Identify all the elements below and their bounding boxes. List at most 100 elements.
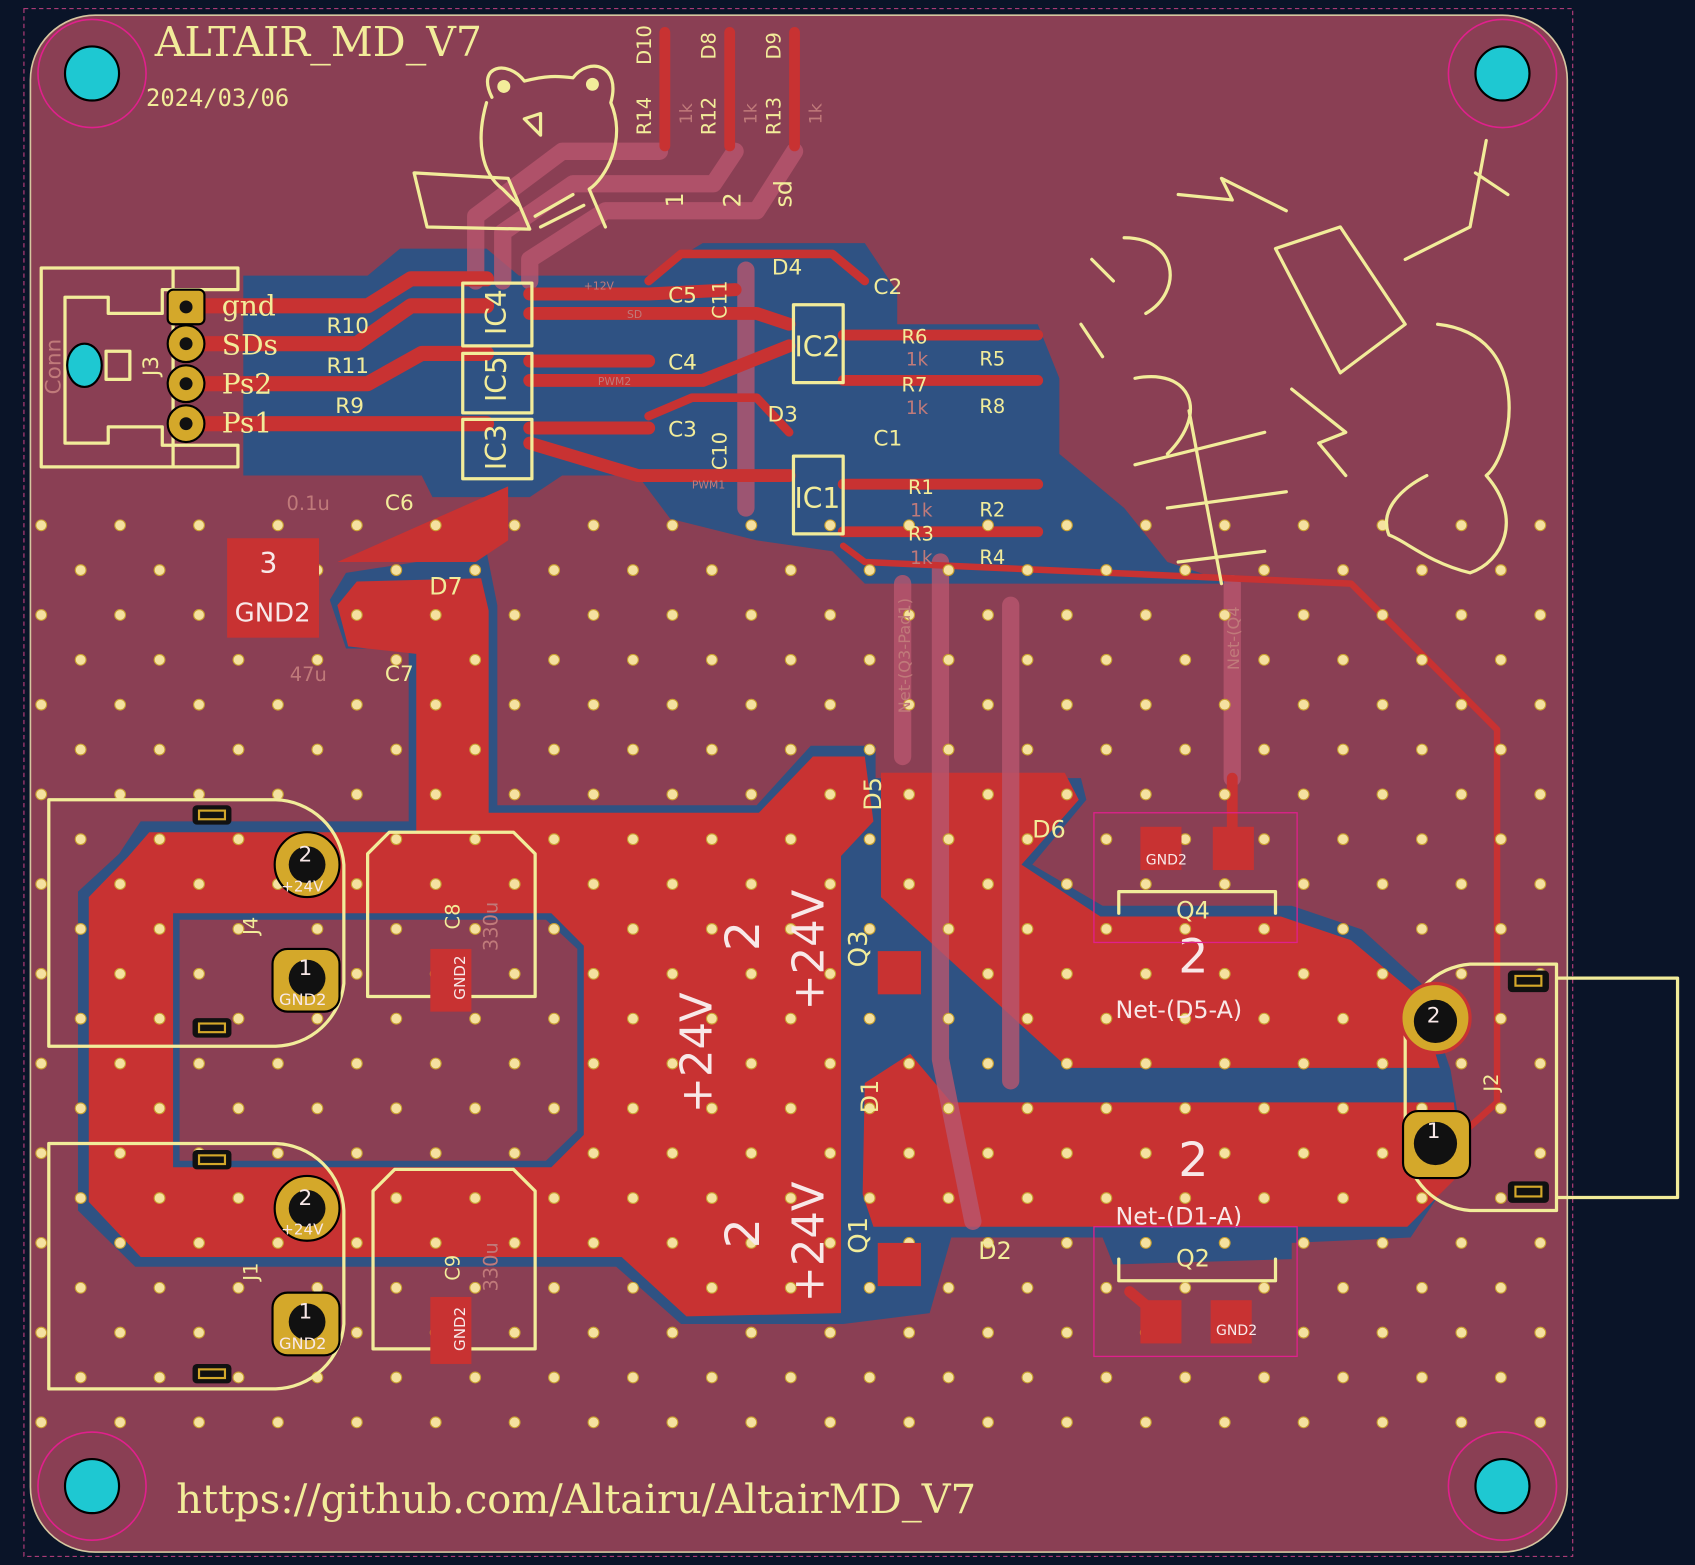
net-d5-a-pour [881, 772, 1440, 1068]
via [114, 967, 127, 980]
via [627, 923, 639, 935]
via [232, 923, 245, 935]
via [1494, 1102, 1507, 1115]
net-label-q4: Net-(Q4 [1224, 606, 1243, 670]
pin-label-ps1: Ps1 [222, 406, 272, 439]
via [350, 698, 363, 711]
c6-pad3 [227, 538, 319, 638]
via [784, 564, 797, 577]
ref-c5: C5 [668, 284, 697, 309]
via [982, 788, 994, 801]
q2-pad3-net: GND2 [1216, 1323, 1257, 1339]
via [548, 1281, 561, 1294]
via [1060, 967, 1073, 980]
via [1021, 1281, 1034, 1294]
via [1376, 878, 1389, 891]
repo-url: https://github.com/Altairu/AltairMD_V7 [176, 1477, 976, 1523]
via [1021, 653, 1034, 666]
via [1416, 743, 1428, 756]
via [903, 698, 916, 711]
via [587, 609, 600, 621]
via [1060, 788, 1073, 801]
via [824, 1057, 837, 1070]
via [705, 1102, 718, 1115]
via [1139, 967, 1152, 980]
via [1494, 833, 1507, 846]
via [1218, 609, 1231, 621]
via [1534, 519, 1547, 532]
via [469, 923, 482, 935]
via [35, 1236, 48, 1249]
led-label-1: 1 [661, 192, 689, 207]
via [942, 1012, 955, 1025]
via [1139, 698, 1152, 711]
ref-j1: J1 [239, 1263, 262, 1282]
via [863, 1012, 876, 1025]
via [942, 743, 955, 756]
via [824, 1326, 837, 1339]
via [1376, 1057, 1389, 1070]
j2-pad1-num: 1 [1427, 1119, 1441, 1144]
capacitors-c8-c9: GND2 GND2 [366, 830, 537, 1364]
via [863, 1102, 876, 1115]
via [627, 1102, 639, 1115]
via [942, 923, 955, 935]
connector-j3[interactable]: gnd SDs Ps2 Ps1 J3 Conn [39, 266, 278, 469]
via [1534, 1147, 1547, 1160]
via [114, 878, 127, 891]
via [114, 698, 127, 711]
net-label-pwm1: PWM1 [692, 479, 725, 492]
via [745, 698, 758, 711]
connector-j2[interactable]: 2 1 [1399, 962, 1680, 1213]
via [1534, 788, 1547, 801]
via [153, 923, 166, 935]
ref-c1: C1 [873, 426, 902, 451]
connector-j1[interactable]: 2 +24V 1 GND2 [47, 1141, 346, 1391]
via [390, 1281, 403, 1294]
via [982, 1326, 994, 1339]
mounting-hole [37, 1431, 147, 1541]
value-r14: 1k [677, 103, 697, 124]
via [1139, 609, 1152, 621]
via [1021, 923, 1034, 935]
connector-j4[interactable]: 2 +24V 1 GND2 [47, 798, 346, 1048]
via [1021, 564, 1034, 577]
j2-pad2-num: 2 [1427, 1003, 1441, 1028]
via [1416, 653, 1428, 666]
via [863, 833, 876, 846]
via [1455, 698, 1468, 711]
via [1455, 519, 1468, 532]
ref-c3: C3 [668, 418, 697, 443]
ref-c9: C9 [441, 1255, 464, 1281]
via [942, 1192, 955, 1205]
via [1337, 1102, 1349, 1115]
c9-pad-net: GND2 [451, 1307, 469, 1351]
j4-pad1-net: GND2 [279, 990, 326, 1009]
q4-pad-number: 2 [1178, 930, 1208, 985]
via [508, 967, 521, 980]
via [1337, 743, 1349, 756]
pour-label-24v: +24V [672, 992, 722, 1113]
via [35, 519, 48, 532]
q2-pad-number: 2 [1178, 1133, 1208, 1188]
via [1139, 788, 1152, 801]
via [982, 1057, 994, 1070]
via [429, 1057, 442, 1070]
via [1297, 967, 1310, 980]
via [1218, 698, 1231, 711]
via [824, 519, 837, 532]
via [469, 653, 482, 666]
value-c6: 0.1u [287, 492, 330, 515]
mounting-hole [1447, 18, 1558, 129]
via [35, 1057, 48, 1070]
via [1139, 1416, 1152, 1429]
via [548, 1102, 561, 1115]
via [35, 1326, 48, 1339]
via [429, 1416, 442, 1429]
via [153, 1192, 166, 1205]
via [942, 833, 955, 846]
via [1494, 1192, 1507, 1205]
via [705, 1012, 718, 1025]
ref-r9: R9 [335, 394, 364, 419]
via [1060, 1416, 1073, 1429]
